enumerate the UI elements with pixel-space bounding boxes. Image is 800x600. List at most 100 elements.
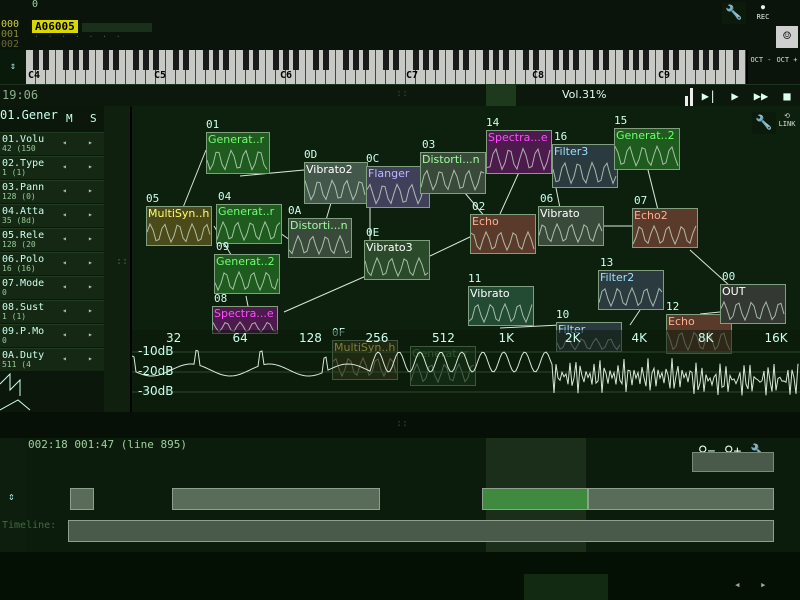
timeline-scrollbar-thumb[interactable] xyxy=(524,574,608,600)
module-node[interactable]: Vibrato xyxy=(538,206,604,246)
black-key[interactable] xyxy=(83,50,89,70)
solo-label[interactable]: S xyxy=(90,112,97,125)
increase-icon[interactable]: ▸ xyxy=(88,258,93,267)
black-key[interactable] xyxy=(283,50,289,70)
module-node[interactable]: Filter3 xyxy=(552,144,618,188)
mute-label[interactable]: M xyxy=(66,112,73,125)
menu-smiley-icon[interactable]: ☺ xyxy=(776,26,798,48)
increase-icon[interactable]: ▸ xyxy=(88,282,93,291)
black-key[interactable] xyxy=(173,50,179,70)
panel-splitter[interactable] xyxy=(104,106,130,412)
black-key[interactable] xyxy=(643,50,649,70)
white-key[interactable] xyxy=(606,50,616,84)
black-key[interactable] xyxy=(483,50,489,70)
black-key[interactable] xyxy=(73,50,79,70)
black-key[interactable] xyxy=(663,50,669,70)
black-key[interactable] xyxy=(383,50,389,70)
pattern-block[interactable] xyxy=(70,488,94,510)
black-key[interactable] xyxy=(323,50,329,70)
volume-readout[interactable]: Vol.31% xyxy=(562,88,607,101)
octave-down-button[interactable]: OCT - xyxy=(750,56,772,64)
module-node[interactable]: Echo xyxy=(470,214,536,254)
white-key[interactable] xyxy=(576,50,586,84)
black-key[interactable] xyxy=(593,50,599,70)
black-key[interactable] xyxy=(43,50,49,70)
white-key[interactable] xyxy=(536,50,546,84)
decrease-icon[interactable]: ◂ xyxy=(62,210,67,219)
decrease-icon[interactable]: ◂ xyxy=(62,234,67,243)
white-key[interactable] xyxy=(716,50,726,84)
module-node[interactable]: Generat..r xyxy=(206,132,270,174)
module-node[interactable]: Flanger xyxy=(366,166,430,208)
black-key[interactable] xyxy=(143,50,149,70)
decrease-icon[interactable]: ◂ xyxy=(62,138,67,147)
black-key[interactable] xyxy=(623,50,629,70)
increase-icon[interactable]: ▸ xyxy=(88,354,93,363)
record-button[interactable]: ●REC xyxy=(756,3,770,21)
module-node[interactable]: MultiSyn..h xyxy=(146,206,212,246)
black-key[interactable] xyxy=(733,50,739,70)
black-key[interactable] xyxy=(63,50,69,70)
module-node[interactable]: Filter2 xyxy=(598,270,664,310)
white-key[interactable] xyxy=(646,50,656,84)
octave-up-button[interactable]: OCT + xyxy=(776,56,798,64)
play-pattern-icon[interactable]: ▶▶ xyxy=(753,89,769,103)
black-key[interactable] xyxy=(293,50,299,70)
divider-handle[interactable]: :: xyxy=(396,418,409,429)
pattern-block[interactable] xyxy=(68,520,774,542)
black-key[interactable] xyxy=(533,50,539,70)
module-wrench-icon[interactable]: 🔧 xyxy=(752,112,776,134)
timeline-track-2[interactable] xyxy=(26,520,774,542)
black-key[interactable] xyxy=(693,50,699,70)
black-key[interactable] xyxy=(253,50,259,70)
increase-icon[interactable]: ▸ xyxy=(88,186,93,195)
black-key[interactable] xyxy=(343,50,349,70)
pattern-block[interactable] xyxy=(588,488,774,510)
black-key[interactable] xyxy=(393,50,399,70)
stop-icon[interactable]: ■ xyxy=(783,89,791,103)
white-key[interactable] xyxy=(736,50,746,84)
white-key[interactable] xyxy=(676,50,686,84)
panel-divider[interactable] xyxy=(0,412,800,438)
pattern-block[interactable] xyxy=(172,488,380,510)
increase-icon[interactable]: ▸ xyxy=(88,162,93,171)
black-key[interactable] xyxy=(453,50,459,70)
black-key[interactable] xyxy=(703,50,709,70)
white-key[interactable] xyxy=(186,50,196,84)
white-key[interactable] xyxy=(466,50,476,84)
increase-icon[interactable]: ▸ xyxy=(88,330,93,339)
white-key[interactable] xyxy=(116,50,126,84)
decrease-icon[interactable]: ◂ xyxy=(62,306,67,315)
module-node[interactable]: Generat..r xyxy=(216,204,282,244)
black-key[interactable] xyxy=(603,50,609,70)
black-key[interactable] xyxy=(153,50,159,70)
black-key[interactable] xyxy=(563,50,569,70)
increase-icon[interactable]: ▸ xyxy=(88,210,93,219)
module-node[interactable]: Spectra...e xyxy=(486,130,552,174)
white-key[interactable] xyxy=(396,50,406,84)
black-key[interactable] xyxy=(433,50,439,70)
black-key[interactable] xyxy=(413,50,419,70)
increase-icon[interactable]: ▸ xyxy=(88,138,93,147)
black-key[interactable] xyxy=(713,50,719,70)
decrease-icon[interactable]: ◂ xyxy=(62,186,67,195)
keyboard-scroll-arrows-icon[interactable]: ⇕ xyxy=(0,50,26,84)
white-key[interactable] xyxy=(436,50,446,84)
white-key[interactable] xyxy=(296,50,306,84)
timeline-scroll-arrows-icon[interactable]: ⇕ xyxy=(0,438,26,552)
song-name[interactable]: A06005 xyxy=(32,20,78,33)
black-key[interactable] xyxy=(133,50,139,70)
black-key[interactable] xyxy=(183,50,189,70)
black-key[interactable] xyxy=(213,50,219,70)
white-key[interactable] xyxy=(46,50,56,84)
black-key[interactable] xyxy=(203,50,209,70)
play-icon[interactable]: ▶ xyxy=(731,89,739,103)
black-key[interactable] xyxy=(553,50,559,70)
play-from-start-icon[interactable]: ▶| xyxy=(701,89,717,103)
